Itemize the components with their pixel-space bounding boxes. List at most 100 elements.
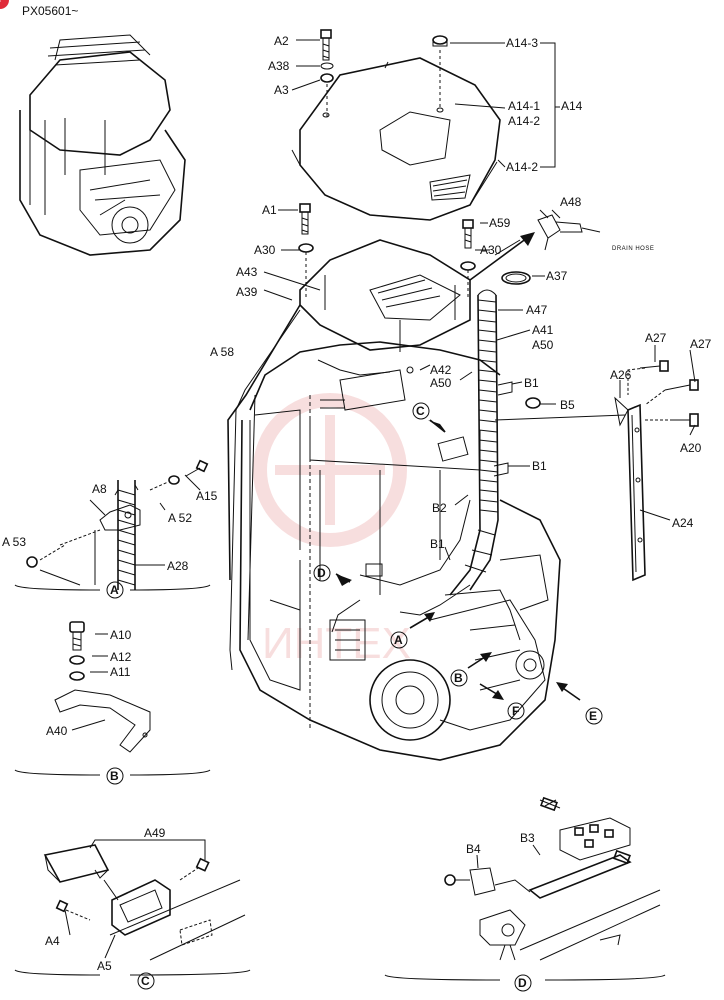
label-a11: A11 xyxy=(110,665,131,679)
label-a49: A49 xyxy=(144,826,166,840)
label-a30-right: A30 xyxy=(480,243,502,257)
svg-text:A: A xyxy=(110,583,119,597)
view-callout-f: F xyxy=(507,702,525,720)
side-duct xyxy=(494,396,646,582)
svg-text:C: C xyxy=(416,404,425,418)
detail-callout-d: D xyxy=(514,974,532,992)
label-a1: A1 xyxy=(262,203,277,217)
label-b3: B3 xyxy=(520,831,535,845)
detail-callout-a: A xyxy=(106,581,124,599)
top-cover-assembly xyxy=(291,57,501,221)
label-b2: B2 xyxy=(432,501,447,515)
label-a38: A38 xyxy=(268,59,290,73)
view-callout-c: C xyxy=(412,402,430,420)
filter-bracket xyxy=(299,239,471,374)
support-rod xyxy=(227,304,301,581)
label-a59: A59 xyxy=(489,216,511,230)
detail-b-view xyxy=(14,621,211,776)
detail-a-view xyxy=(14,459,211,591)
svg-text:D: D xyxy=(317,566,326,580)
arrow-d-main xyxy=(335,573,352,586)
drain-hose-fitting xyxy=(537,209,601,251)
label-a4: A4 xyxy=(45,934,60,948)
detail-callout-b: B xyxy=(106,767,124,785)
corrugated-hose xyxy=(399,239,521,641)
label-a28: A28 xyxy=(167,559,189,573)
svg-text:F: F xyxy=(512,704,519,718)
label-a14-2-lower: A14-2 xyxy=(506,160,538,174)
label-a27-right: A27 xyxy=(690,337,712,351)
arrow-b-main xyxy=(467,652,492,669)
label-a20: A20 xyxy=(680,441,702,455)
label-a47: A47 xyxy=(526,303,548,317)
label-a14-2-upper: A14-2 xyxy=(508,114,540,128)
detail-c-view xyxy=(14,839,251,976)
cap-plug xyxy=(432,35,448,108)
label-a42: A42 xyxy=(430,363,452,377)
label-a14: A14 xyxy=(561,99,583,113)
cabin-body xyxy=(229,309,561,761)
svg-text:C: C xyxy=(141,974,150,988)
leader-lines xyxy=(263,39,696,561)
svg-text:B: B xyxy=(454,671,463,685)
label-a14-3: A14-3 xyxy=(506,36,538,50)
view-callout-d: D xyxy=(313,564,331,582)
part-labels: A2 A38 A3 A14-3 A14-1 A14 A14-2 A14-2 A1… xyxy=(2,34,712,973)
label-a43: A43 xyxy=(236,265,258,279)
bolt-a27-lower xyxy=(644,379,699,406)
label-b5: B5 xyxy=(560,398,575,412)
label-b4: B4 xyxy=(466,842,481,856)
arrow-a-main xyxy=(409,612,435,629)
label-a10: A10 xyxy=(110,628,132,642)
clip-b1-b xyxy=(493,462,509,477)
view-callout-a: A xyxy=(390,631,408,649)
label-drain-hose: DRAIN HOSE xyxy=(612,246,654,252)
label-a58: A 58 xyxy=(210,345,234,359)
arrow-e-main xyxy=(556,682,581,701)
grommet-b5 xyxy=(525,397,541,409)
label-a26: A26 xyxy=(610,368,632,382)
label-a48: A48 xyxy=(560,195,582,209)
label-a14-1: A14-1 xyxy=(508,99,540,113)
label-a52: A 52 xyxy=(168,511,192,525)
label-b1-lower: B1 xyxy=(430,537,445,551)
label-a24: A24 xyxy=(672,516,694,530)
label-a15: A15 xyxy=(196,489,218,503)
arrow-f-main xyxy=(479,683,504,700)
label-a3: A3 xyxy=(274,83,289,97)
arrow-c-main xyxy=(428,419,446,433)
engine-assembly xyxy=(329,554,549,741)
label-b1-upper: B1 xyxy=(524,376,539,390)
label-a27-left: A27 xyxy=(645,331,667,345)
bolt-a20 xyxy=(645,413,699,427)
label-a53: A 53 xyxy=(2,535,26,549)
plus-badge-icon: + xyxy=(0,0,9,9)
label-a12: A12 xyxy=(110,650,132,664)
label-a40: A40 xyxy=(46,724,68,738)
view-callout-e: E xyxy=(585,707,603,725)
wire-harness-b2 xyxy=(331,499,471,633)
label-a30-left: A30 xyxy=(254,243,276,257)
bolt-a59 xyxy=(460,219,476,300)
svg-text:D: D xyxy=(518,976,527,990)
watermark-logo: ИНТЕХ xyxy=(253,393,411,668)
hose-clamp xyxy=(501,271,531,285)
label-a39: A39 xyxy=(236,285,258,299)
detail-d-view xyxy=(384,796,666,981)
label-a37: A37 xyxy=(546,269,568,283)
watermark-text: ИНТЕХ xyxy=(262,619,411,668)
label-a50-lower: A50 xyxy=(430,376,452,390)
bolt-a2 xyxy=(320,29,334,118)
view-callout-b: B xyxy=(450,669,468,687)
overview-thumbnail xyxy=(19,34,186,256)
bolt-a1 xyxy=(298,203,314,300)
svg-text:E: E xyxy=(589,709,597,723)
label-a8: A8 xyxy=(92,482,107,496)
direction-arrow-drain xyxy=(469,232,535,281)
bolt-a27-upper xyxy=(627,360,669,395)
clip-b1-a xyxy=(497,381,513,396)
label-a2: A2 xyxy=(274,34,289,48)
label-b1-middle: B1 xyxy=(532,459,547,473)
